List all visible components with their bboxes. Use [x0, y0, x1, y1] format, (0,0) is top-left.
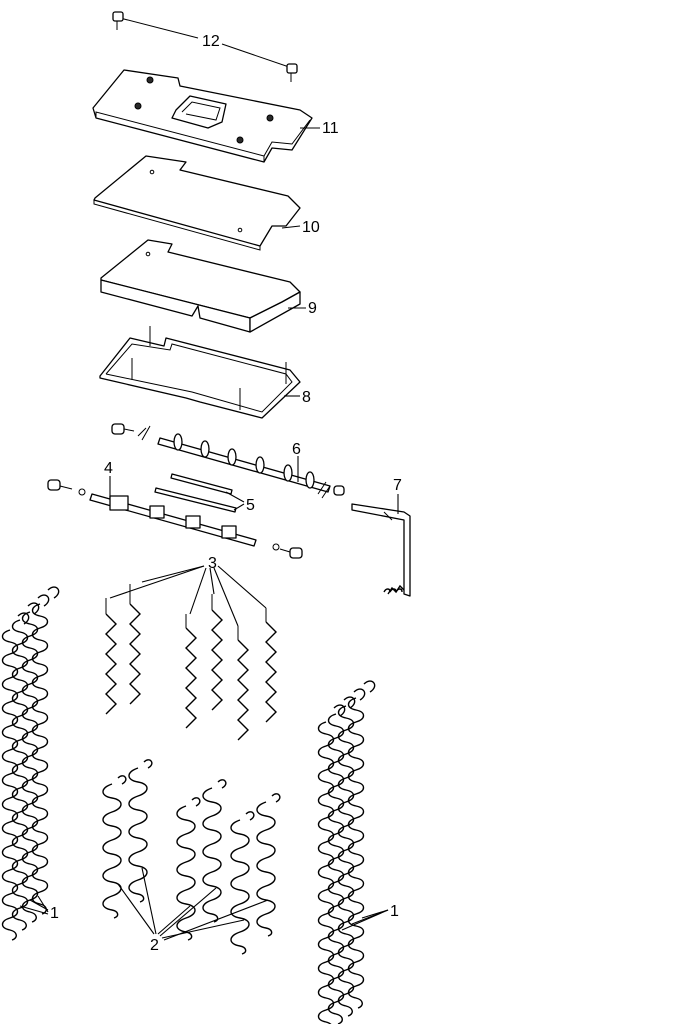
callout-3: 3 — [208, 555, 217, 572]
lower-rod-assembly — [47, 479, 303, 559]
upper-rod-assembly — [111, 423, 345, 499]
wire-frame — [99, 326, 301, 419]
foam-cushion — [100, 239, 301, 333]
callout-4: 4 — [104, 460, 113, 477]
callout-6: 6 — [292, 441, 301, 458]
callout-8: 8 — [302, 389, 311, 406]
callout-7: 7 — [393, 477, 402, 494]
callout-2: 2 — [150, 937, 159, 954]
callout-1-right: 1 — [390, 903, 399, 920]
callout-1-left: 1 — [50, 905, 59, 922]
callout-11: 11 — [322, 120, 339, 137]
l-bracket — [351, 503, 411, 597]
coil-column-left — [1, 586, 60, 941]
callout-9: 9 — [308, 300, 317, 317]
small-rods — [154, 473, 237, 513]
serpentine-wires — [105, 584, 277, 741]
flat-pad — [93, 155, 301, 251]
leader-lines — [19, 127, 399, 941]
coil-column-right — [317, 680, 376, 1024]
spiral-springs — [102, 759, 281, 955]
top-cover-plate — [92, 69, 313, 163]
cable-assembly — [112, 11, 298, 82]
callout-12: 12 — [202, 33, 220, 50]
callout-5: 5 — [246, 497, 255, 514]
callout-labels: 12 11 10 9 8 6 4 7 5 3 1 1 2 — [50, 33, 402, 954]
callout-10: 10 — [302, 219, 320, 236]
